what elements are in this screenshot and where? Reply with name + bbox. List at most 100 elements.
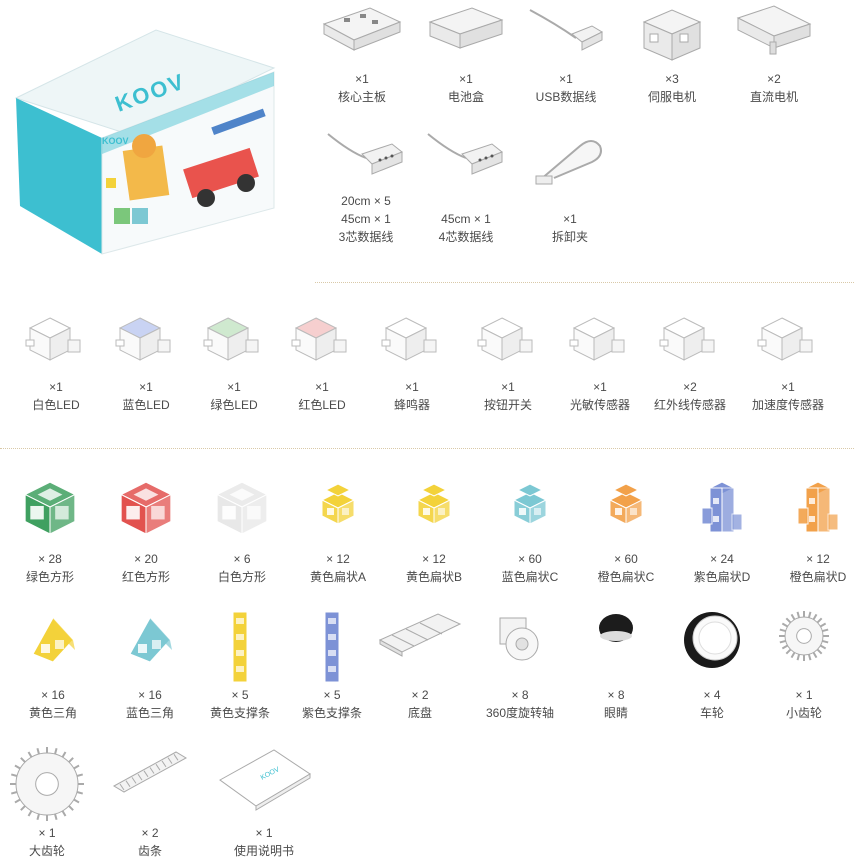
part-name: 4芯数据线 bbox=[438, 230, 494, 244]
part-count: × 16 bbox=[138, 688, 162, 702]
part-item: ×1 按钮开关 bbox=[458, 314, 558, 414]
part-name: 蓝色LED bbox=[122, 398, 170, 412]
part-image bbox=[312, 4, 412, 70]
part-name: 按钮开关 bbox=[483, 398, 532, 412]
part-image bbox=[622, 4, 722, 70]
part-item: ×2 直流电机 bbox=[724, 4, 824, 106]
part-count: ×1 bbox=[559, 72, 573, 86]
part-count: × 12 bbox=[326, 552, 350, 566]
part-item: × 4 车轮 bbox=[662, 610, 762, 722]
part-image bbox=[100, 610, 200, 686]
part-count: × 2 bbox=[141, 826, 159, 840]
part-name: 紫色支撑条 bbox=[301, 706, 362, 720]
part-count: × 20 bbox=[134, 552, 158, 566]
part-count: × 24 bbox=[710, 552, 734, 566]
part-name: 黄色扁状B bbox=[405, 570, 462, 584]
part-count: ×1 bbox=[459, 72, 473, 86]
part-item: × 16 黄色三角 bbox=[3, 610, 103, 722]
part-image bbox=[672, 478, 772, 550]
part-count: ×1 bbox=[593, 380, 607, 394]
part-item: × 16 蓝色三角 bbox=[100, 610, 200, 722]
part-name: 白色方形 bbox=[217, 570, 266, 584]
part-image bbox=[520, 130, 620, 210]
part-image bbox=[96, 314, 196, 378]
part-count: 45cm × 1 bbox=[341, 212, 391, 226]
part-name: 眼睛 bbox=[603, 706, 628, 720]
part-name: 使用说明书 bbox=[233, 844, 294, 858]
part-name: 小齿轮 bbox=[785, 706, 822, 720]
part-name: 橙色扁状D bbox=[789, 570, 847, 584]
part-image bbox=[184, 314, 284, 378]
part-name: 红外线传感器 bbox=[653, 398, 726, 412]
part-image bbox=[416, 4, 516, 70]
part-image bbox=[100, 746, 200, 824]
part-count: × 12 bbox=[806, 552, 830, 566]
divider-top bbox=[315, 282, 854, 283]
part-image bbox=[550, 314, 650, 378]
part-image bbox=[272, 314, 372, 378]
part-name: 白色LED bbox=[32, 398, 80, 412]
part-image bbox=[370, 610, 470, 686]
part-name: 蓝色三角 bbox=[125, 706, 174, 720]
part-item: × 20 红色方形 bbox=[96, 478, 196, 586]
part-name: 齿条 bbox=[137, 844, 162, 858]
part-image bbox=[470, 610, 570, 686]
part-count: ×1 bbox=[405, 380, 419, 394]
part-image bbox=[458, 314, 558, 378]
part-count: × 1 bbox=[795, 688, 813, 702]
part-image bbox=[640, 314, 740, 378]
part-name: 红色LED bbox=[298, 398, 346, 412]
part-count: × 12 bbox=[422, 552, 446, 566]
part-count: ×1 bbox=[781, 380, 795, 394]
part-image: KOOV bbox=[214, 746, 314, 824]
part-name: 绿色方形 bbox=[25, 570, 74, 584]
part-count: ×2 bbox=[767, 72, 781, 86]
part-count: × 4 bbox=[703, 688, 721, 702]
part-name: 黄色三角 bbox=[28, 706, 77, 720]
part-count: × 5 bbox=[323, 688, 341, 702]
part-item: × 1 大齿轮 bbox=[0, 746, 97, 860]
part-count: ×1 bbox=[139, 380, 153, 394]
part-image bbox=[768, 478, 854, 550]
part-image bbox=[384, 478, 484, 550]
part-name: 底盘 bbox=[407, 706, 432, 720]
part-count: × 16 bbox=[41, 688, 65, 702]
part-name: 光敏传感器 bbox=[569, 398, 630, 412]
part-item: × 2 齿条 bbox=[100, 746, 200, 860]
part-name: 车轮 bbox=[699, 706, 724, 720]
part-name: 直流电机 bbox=[749, 90, 798, 104]
part-image bbox=[576, 478, 676, 550]
part-count: ×1 bbox=[227, 380, 241, 394]
part-name: 360度旋转轴 bbox=[485, 706, 555, 720]
part-count: ×1 bbox=[501, 380, 515, 394]
part-count: × 60 bbox=[518, 552, 542, 566]
part-name: 大齿轮 bbox=[28, 844, 65, 858]
part-count: × 1 bbox=[255, 826, 273, 840]
part-image bbox=[724, 4, 824, 70]
part-count: × 1 bbox=[38, 826, 56, 840]
part-image bbox=[480, 478, 580, 550]
part-image bbox=[3, 610, 103, 686]
part-image bbox=[316, 130, 416, 192]
box-side-logo: KOOV bbox=[102, 136, 129, 146]
part-name: USB数据线 bbox=[535, 90, 597, 104]
part-count: × 2 bbox=[411, 688, 429, 702]
part-item: ×1 蓝色LED bbox=[96, 314, 196, 414]
part-name: 红色方形 bbox=[121, 570, 170, 584]
part-count: ×1 bbox=[355, 72, 369, 86]
part-item: × 5 紫色支撑条 bbox=[282, 610, 382, 722]
part-name: 橙色扁状C bbox=[597, 570, 655, 584]
part-item: × 12 黄色扁状B bbox=[384, 478, 484, 586]
